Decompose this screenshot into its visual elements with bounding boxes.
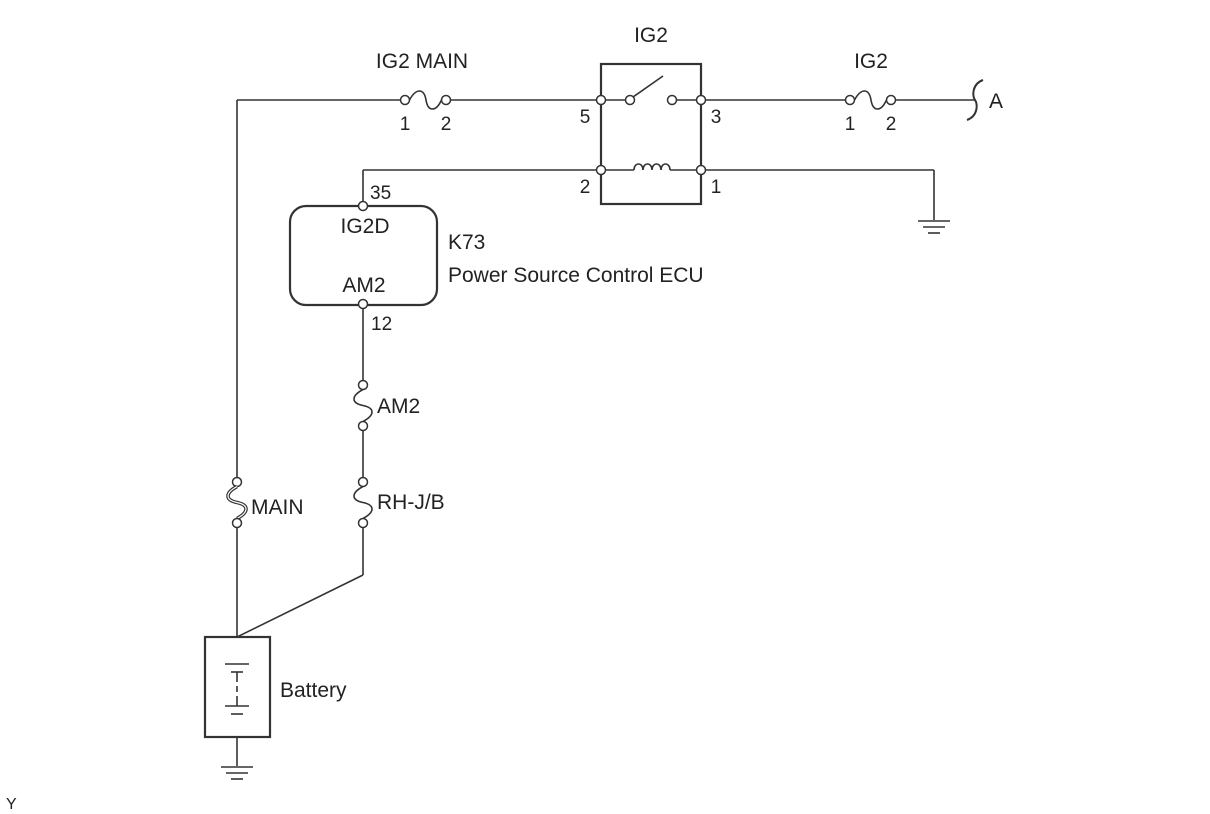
ecu-pin-35: 35: [370, 183, 391, 204]
fuse-ig2-main-pin-1: 1: [400, 114, 411, 135]
fuse-ig2-main: IG2 MAIN 1 2: [376, 50, 468, 135]
ecu-k73: 35 IG2D AM2 12 K73 Power Source Control …: [288, 183, 704, 335]
ecu-code: K73: [448, 231, 485, 254]
relay-pin-5: 5: [580, 107, 591, 128]
battery-label: Battery: [280, 679, 347, 702]
ecu-name: Power Source Control ECU: [448, 264, 704, 287]
connector-a: A: [966, 79, 1003, 121]
fuse-am2-label: AM2: [377, 395, 420, 418]
fuse-ig2-main-pin-2: 2: [441, 114, 452, 135]
relay-ig2: IG2 5 3 2 1: [580, 24, 722, 206]
battery-icon: Battery: [203, 635, 347, 739]
fuse-rh-jb-label: RH-J/B: [377, 491, 445, 514]
fuse-rh-jb: RH-J/B: [353, 476, 445, 529]
ecu-pin-12: 12: [371, 314, 392, 335]
connector-a-label: A: [989, 90, 1003, 113]
relay-coil-icon: [601, 163, 701, 171]
ecu-terminal-am2: AM2: [342, 274, 385, 297]
relay-switch-contact: [601, 75, 701, 106]
fuse-am2: AM2: [353, 379, 420, 432]
relay-pin-1: 1: [711, 177, 722, 198]
fuse-main: MAIN: [226, 476, 304, 529]
ground-icon: [221, 766, 253, 780]
fuse-ig2-label: IG2: [854, 50, 888, 73]
fuse-ig2-pin-2: 2: [886, 114, 897, 135]
relay-pin-3: 3: [711, 107, 722, 128]
ecu-terminal-ig2d: IG2D: [340, 215, 389, 238]
ground-icon: [918, 220, 950, 234]
fuse-ig2-main-label: IG2 MAIN: [376, 50, 468, 73]
relay-ig2-label: IG2: [634, 24, 668, 47]
wires: [236, 99, 975, 766]
fuse-ig2-pin-1: 1: [845, 114, 856, 135]
corner-mark: Y: [6, 796, 17, 813]
relay-pin-2: 2: [580, 177, 591, 198]
fuse-main-label: MAIN: [251, 496, 304, 519]
fuse-ig2: IG2 1 2: [845, 50, 897, 135]
